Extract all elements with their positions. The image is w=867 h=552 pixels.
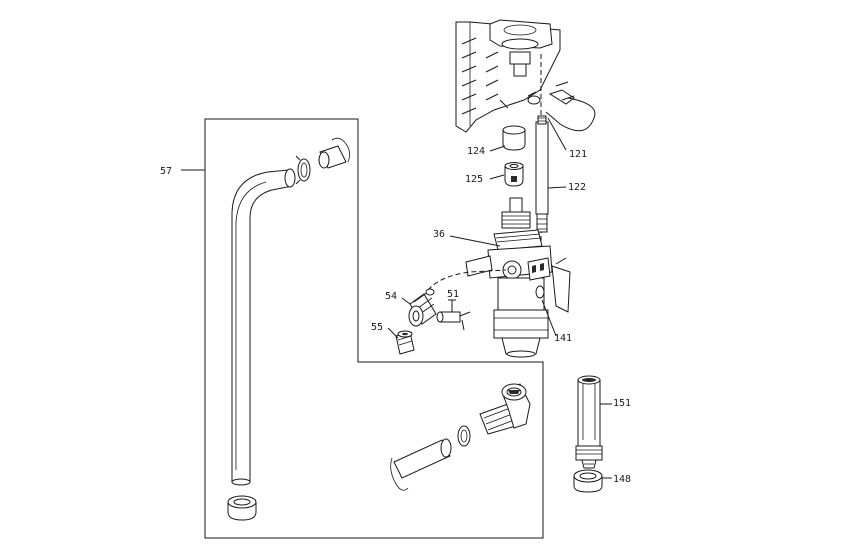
drain-fitting xyxy=(408,288,437,327)
leader-lines xyxy=(181,117,612,479)
callout-51: 51 xyxy=(447,289,459,300)
callout-141: 141 xyxy=(554,333,572,344)
retaining-pin xyxy=(527,81,596,132)
strainer-ring xyxy=(227,495,257,521)
suction-tube xyxy=(231,168,296,486)
drain-tube xyxy=(427,269,507,291)
callout-148: 148 xyxy=(613,474,631,485)
callout-151: 151 xyxy=(613,398,631,409)
kit-frame xyxy=(204,118,544,539)
callout-55: 55 xyxy=(371,322,383,333)
callout-122: 122 xyxy=(568,182,586,193)
pump-bracket xyxy=(455,19,561,133)
callout-124: 124 xyxy=(467,146,485,157)
collar xyxy=(504,162,524,187)
drain-valve xyxy=(436,299,471,331)
callout-57: 57 xyxy=(160,166,172,177)
swivel-elbow xyxy=(479,383,531,435)
sleeve xyxy=(502,125,526,151)
callout-125: 125 xyxy=(465,174,483,185)
connecting-rod xyxy=(535,115,549,233)
hose-lower xyxy=(390,438,452,491)
plug xyxy=(395,330,415,355)
hose-clamp-lower xyxy=(457,425,471,447)
hose-end-upper xyxy=(318,137,350,169)
strainer-tube xyxy=(575,375,603,469)
callout-54: 54 xyxy=(385,291,397,302)
callout-36: 36 xyxy=(433,229,445,240)
drain-clip xyxy=(527,257,571,313)
hose-clamp-top xyxy=(295,155,311,185)
callout-121: 121 xyxy=(569,149,587,160)
ring xyxy=(573,469,603,493)
